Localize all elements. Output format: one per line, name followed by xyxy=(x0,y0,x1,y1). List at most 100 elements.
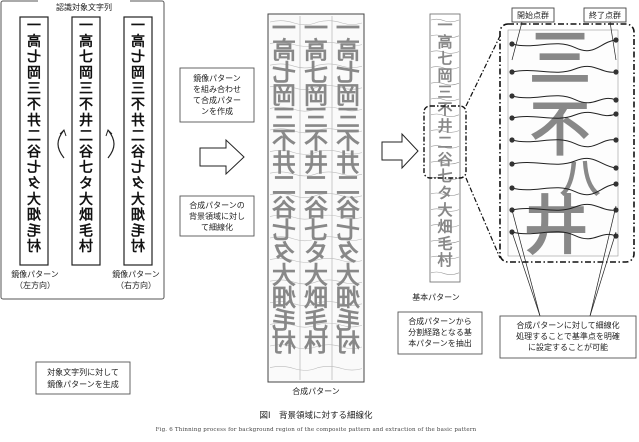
mirror-left-glyph: 七 xyxy=(27,50,41,66)
basic-glyph: 畑 xyxy=(436,218,452,236)
basic-glyph: 大 xyxy=(437,201,452,219)
step3-line-3: 本パターンを抽出 xyxy=(408,338,472,348)
original-strip-glyphs: 一高七岡三不井二谷七タ大畑毛村 xyxy=(78,18,94,255)
basic-glyph: 毛 xyxy=(437,234,452,252)
mirror-left-glyph: 高 xyxy=(27,33,41,50)
mirror-right-label-2: （右方向） xyxy=(116,280,156,290)
basic-glyph: 七 xyxy=(437,167,452,185)
step3-line-2: 分割経路となる基 xyxy=(408,327,472,337)
start-point xyxy=(509,115,514,120)
original-glyph: 不 xyxy=(79,97,93,113)
mirror-left-glyph: 岡 xyxy=(27,65,41,81)
mirror-left-glyph: 七 xyxy=(27,160,41,176)
end-point xyxy=(613,37,618,42)
mirror-left-glyph: 一 xyxy=(27,18,41,34)
step2-line-3: て細線化 xyxy=(201,222,233,232)
original-glyph: 二 xyxy=(79,129,93,145)
mirror-right-glyph: 谷 xyxy=(130,144,145,160)
step4-line-3: に設定することが可能 xyxy=(528,342,608,352)
end-point xyxy=(613,69,618,74)
step3-line-1: 合成パターンから xyxy=(408,316,472,326)
zoom-glyph: 井 xyxy=(524,189,588,264)
mirror-right-glyph: 井 xyxy=(131,112,145,129)
composite-glyph: 村 xyxy=(272,328,296,357)
step4-line-1: 合成パターンに対して細線化 xyxy=(516,320,619,330)
start-point xyxy=(509,41,514,46)
mirror-left-glyph: 毛 xyxy=(27,222,41,239)
composite-glyph: 村 xyxy=(304,328,328,357)
note-line-1: 対象文字列に対して xyxy=(47,367,119,377)
basic-pattern-label: 基本パターン xyxy=(412,292,460,302)
composite-label: 合成パターン xyxy=(292,386,340,396)
original-glyph: 七 xyxy=(79,50,93,66)
mirror-arc-right xyxy=(108,130,114,158)
mirror-left-glyph: 谷 xyxy=(26,144,41,160)
basic-glyph: 不 xyxy=(437,100,452,118)
start-point xyxy=(509,185,514,190)
zoom-projection-bottom xyxy=(466,178,500,258)
process-arrow-1 xyxy=(200,140,244,174)
zoom-glyph: 三 xyxy=(529,22,591,95)
end-point xyxy=(613,111,618,116)
start-point xyxy=(509,69,514,74)
start-group-label: 開始点群 xyxy=(517,10,549,20)
mirror-left-glyph: 不 xyxy=(27,97,41,113)
step2-line-1: 合成パターンの xyxy=(189,200,245,210)
mirror-left-glyph: タ xyxy=(27,176,41,192)
mirror-left-glyph: 二 xyxy=(27,129,41,145)
basic-glyph: 一 xyxy=(437,16,452,34)
mirror-right-glyph: 二 xyxy=(131,129,145,145)
original-glyph: 岡 xyxy=(79,65,93,81)
basic-glyph: 二 xyxy=(437,134,452,152)
mirror-right-glyph: 不 xyxy=(131,97,145,113)
basic-glyph: 村 xyxy=(437,251,452,269)
start-point xyxy=(509,93,514,98)
step1-line-3: て合成パター xyxy=(193,95,241,105)
mirror-left-glyph: 大 xyxy=(27,191,41,208)
end-point xyxy=(613,165,618,170)
composite-glyph: 村 xyxy=(336,328,360,357)
mirror-right-glyph: 村 xyxy=(131,238,145,255)
basic-pattern-glyphs: 一高七岡三不井二谷七タ大畑毛村 xyxy=(436,16,453,269)
mirror-right-glyph: 畑 xyxy=(131,208,146,224)
mirror-right-glyph: 毛 xyxy=(131,222,145,239)
mirror-right-glyph: 大 xyxy=(131,191,145,208)
mirror-left-glyph: 村 xyxy=(27,238,41,255)
step2-line-2: 背景領域に対し xyxy=(189,211,245,221)
end-point xyxy=(613,137,618,142)
mirror-right-glyph: タ xyxy=(131,176,145,192)
original-glyph: 三 xyxy=(79,81,93,97)
mirror-right-glyph: 三 xyxy=(131,81,145,97)
step4-line-2: 処理することで基準点を明確 xyxy=(516,331,620,341)
zoom-projection-top xyxy=(466,36,500,106)
figure-caption: 図Ⅰ 背景領域に対する細線化 xyxy=(259,410,373,421)
mirror-left-label-2: （左方向） xyxy=(15,280,55,290)
step1-line-2: を組み合わせ xyxy=(193,84,241,94)
composite-glyphs: 一一一高高高七七七岡岡岡三三三不不不井井井二二二谷谷谷七七七タタタ大大大畑畑畑毛… xyxy=(271,13,360,357)
original-glyph: 七 xyxy=(79,160,93,176)
basic-glyph: タ xyxy=(437,184,452,202)
original-glyph: 大 xyxy=(79,191,93,208)
basic-glyph: 七 xyxy=(437,50,452,68)
mirror-left-glyph: 畑 xyxy=(27,208,42,224)
start-point xyxy=(509,161,514,166)
step1-line-1: 鏡像パターン xyxy=(193,73,241,83)
note-box-mirror xyxy=(36,362,130,394)
basic-glyph: 谷 xyxy=(437,150,453,168)
original-glyph: 村 xyxy=(79,238,93,255)
mirror-right-glyph: 一 xyxy=(131,18,145,34)
note-line-2: 鏡像パターンを生成 xyxy=(47,379,119,389)
mirror-right-glyph: 七 xyxy=(131,50,145,66)
original-glyph: 谷 xyxy=(79,144,94,160)
process-arrow-2 xyxy=(382,134,418,168)
mirror-right-glyph: 岡 xyxy=(131,65,145,81)
end-point xyxy=(613,181,618,186)
end-point xyxy=(613,207,618,212)
end-point xyxy=(613,97,618,102)
original-glyph: 一 xyxy=(79,18,93,34)
mirror-left-glyph: 三 xyxy=(27,81,41,97)
start-point xyxy=(509,137,514,142)
original-glyph: 毛 xyxy=(79,222,93,239)
